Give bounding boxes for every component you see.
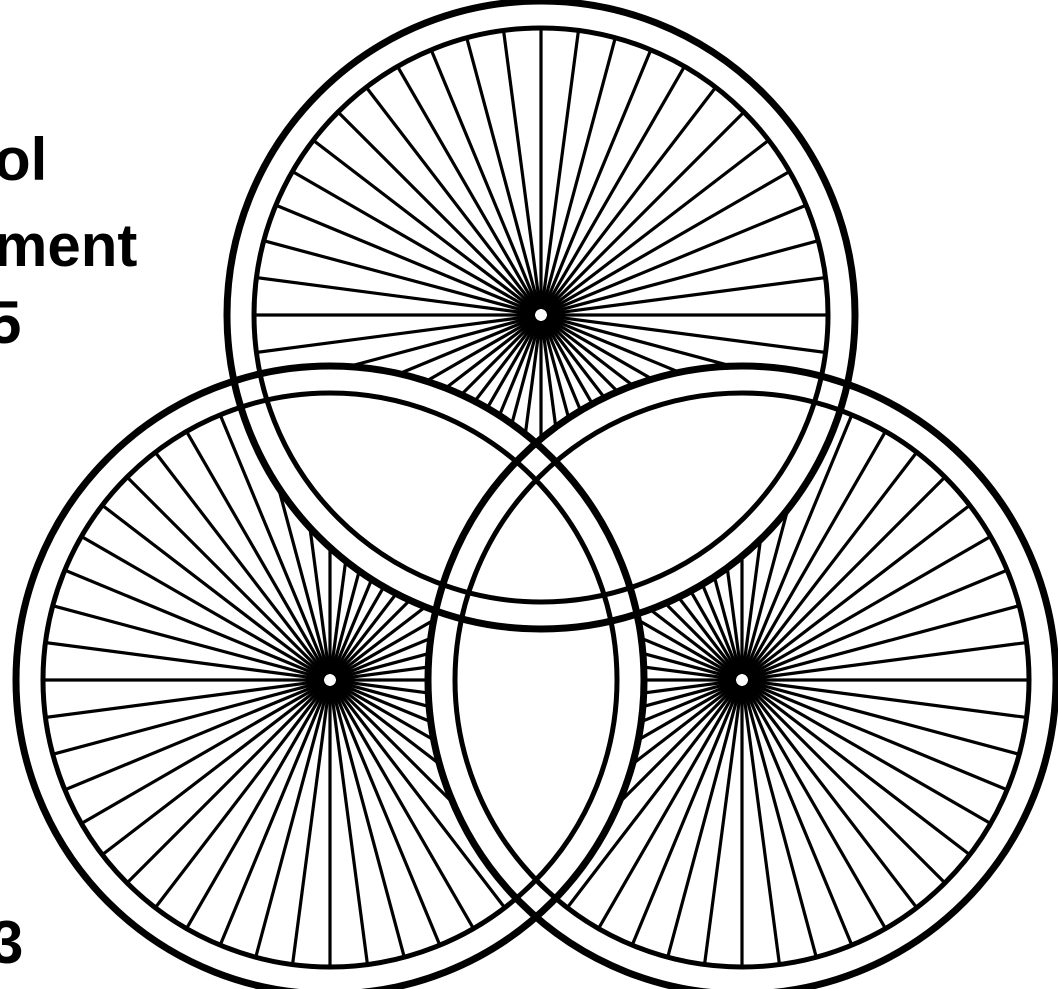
lens-masks-layer bbox=[16, 366, 1056, 989]
caption-footer: 3 bbox=[0, 913, 23, 973]
top-circle-spoke bbox=[335, 109, 537, 311]
top-circle-spoke bbox=[260, 240, 535, 314]
caption-line-3: 5 bbox=[0, 293, 21, 353]
left-circle-spoke bbox=[255, 686, 329, 961]
left-circle-spoke bbox=[124, 684, 326, 886]
right-circle-spoke bbox=[667, 686, 741, 961]
caption-line-1: ol bbox=[0, 130, 47, 190]
top-circle-spoke bbox=[543, 34, 617, 309]
right-circle-spoke bbox=[748, 682, 1023, 756]
left-circle-spoke bbox=[332, 686, 406, 961]
left-circle-spoke bbox=[49, 682, 324, 756]
top-circle-spoke bbox=[466, 34, 540, 309]
top-circle-spoke bbox=[545, 109, 747, 311]
caption-line-2: ment bbox=[0, 216, 137, 276]
right-circle-spoke bbox=[746, 684, 948, 886]
right-circle-spoke bbox=[748, 605, 1023, 679]
top-circle-spoke bbox=[547, 240, 822, 314]
left-circle-spoke bbox=[49, 605, 324, 679]
right-circle-spoke bbox=[744, 686, 818, 961]
